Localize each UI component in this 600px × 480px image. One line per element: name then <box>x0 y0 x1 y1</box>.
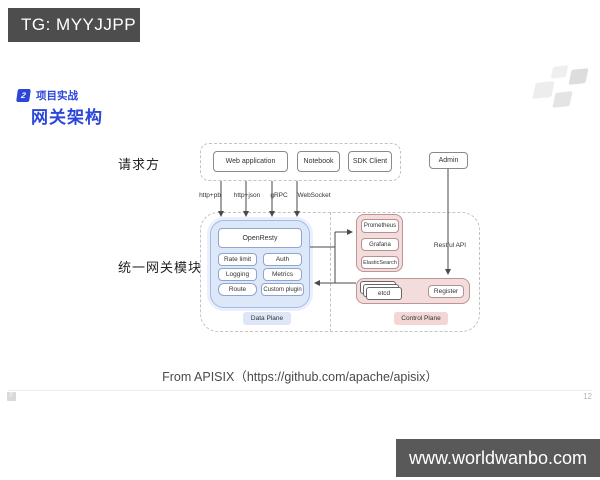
protocol-http-json: http+json <box>233 192 261 199</box>
deco-square <box>552 91 573 108</box>
plugin-rate-limit: Rate limit <box>218 253 257 266</box>
plugin-route: Route <box>218 283 257 296</box>
deco-square <box>568 68 589 85</box>
openresty-node: OpenResty <box>218 228 302 248</box>
footer-logo-icon: T <box>7 392 16 401</box>
source-caption: From APISIX（https://github.com/apache/ap… <box>162 370 438 384</box>
protocol-grpc: gRPC <box>270 192 288 199</box>
plugin-auth: Auth <box>263 253 302 266</box>
page-number: 12 <box>583 392 592 401</box>
page-title: 网关架构 <box>31 108 103 127</box>
protocol-websocket: WebSocket <box>297 192 331 199</box>
restful-api-label: Restful API <box>433 242 467 249</box>
grafana-node: Grafana <box>361 238 399 251</box>
etcd-node: etcd <box>366 287 402 300</box>
deco-square <box>532 81 555 99</box>
prometheus-node: Prometheus <box>361 219 399 233</box>
section-badge-label: 项目实战 <box>36 90 78 102</box>
section-badge: 2 项目实战 <box>16 88 78 103</box>
data-plane-tag: Data Plane <box>243 312 291 325</box>
requester-label: 请求方 <box>118 157 161 172</box>
client-sdk: SDK Client <box>348 151 392 172</box>
gateway-module-label: 统一网关模块 <box>118 260 203 275</box>
etcd-stack: etcd <box>360 281 406 301</box>
register-node: Register <box>428 285 464 298</box>
admin-node: Admin <box>429 152 468 169</box>
deco-squares <box>528 62 598 122</box>
protocol-http-pb: http+pb <box>199 192 221 199</box>
watermark-banner-bottom: www.worldwanbo.com <box>396 439 600 477</box>
gateway-container <box>200 212 480 332</box>
client-notebook: Notebook <box>297 151 340 172</box>
clients-container <box>200 143 401 181</box>
control-plane-tag: Control Plane <box>394 312 448 325</box>
plugin-custom: Custom plugin <box>261 283 304 296</box>
plugin-metrics: Metrics <box>263 268 302 281</box>
plane-divider <box>330 212 331 332</box>
watermark-banner-top: TG: MYYJJPP <box>8 8 140 42</box>
footer-divider <box>8 390 592 391</box>
deco-square <box>550 65 569 79</box>
section-badge-icon: 2 <box>16 89 31 102</box>
client-web-application: Web application <box>213 151 288 172</box>
elasticsearch-node: ElasticSearch <box>361 256 399 269</box>
plugin-logging: Logging <box>218 268 257 281</box>
